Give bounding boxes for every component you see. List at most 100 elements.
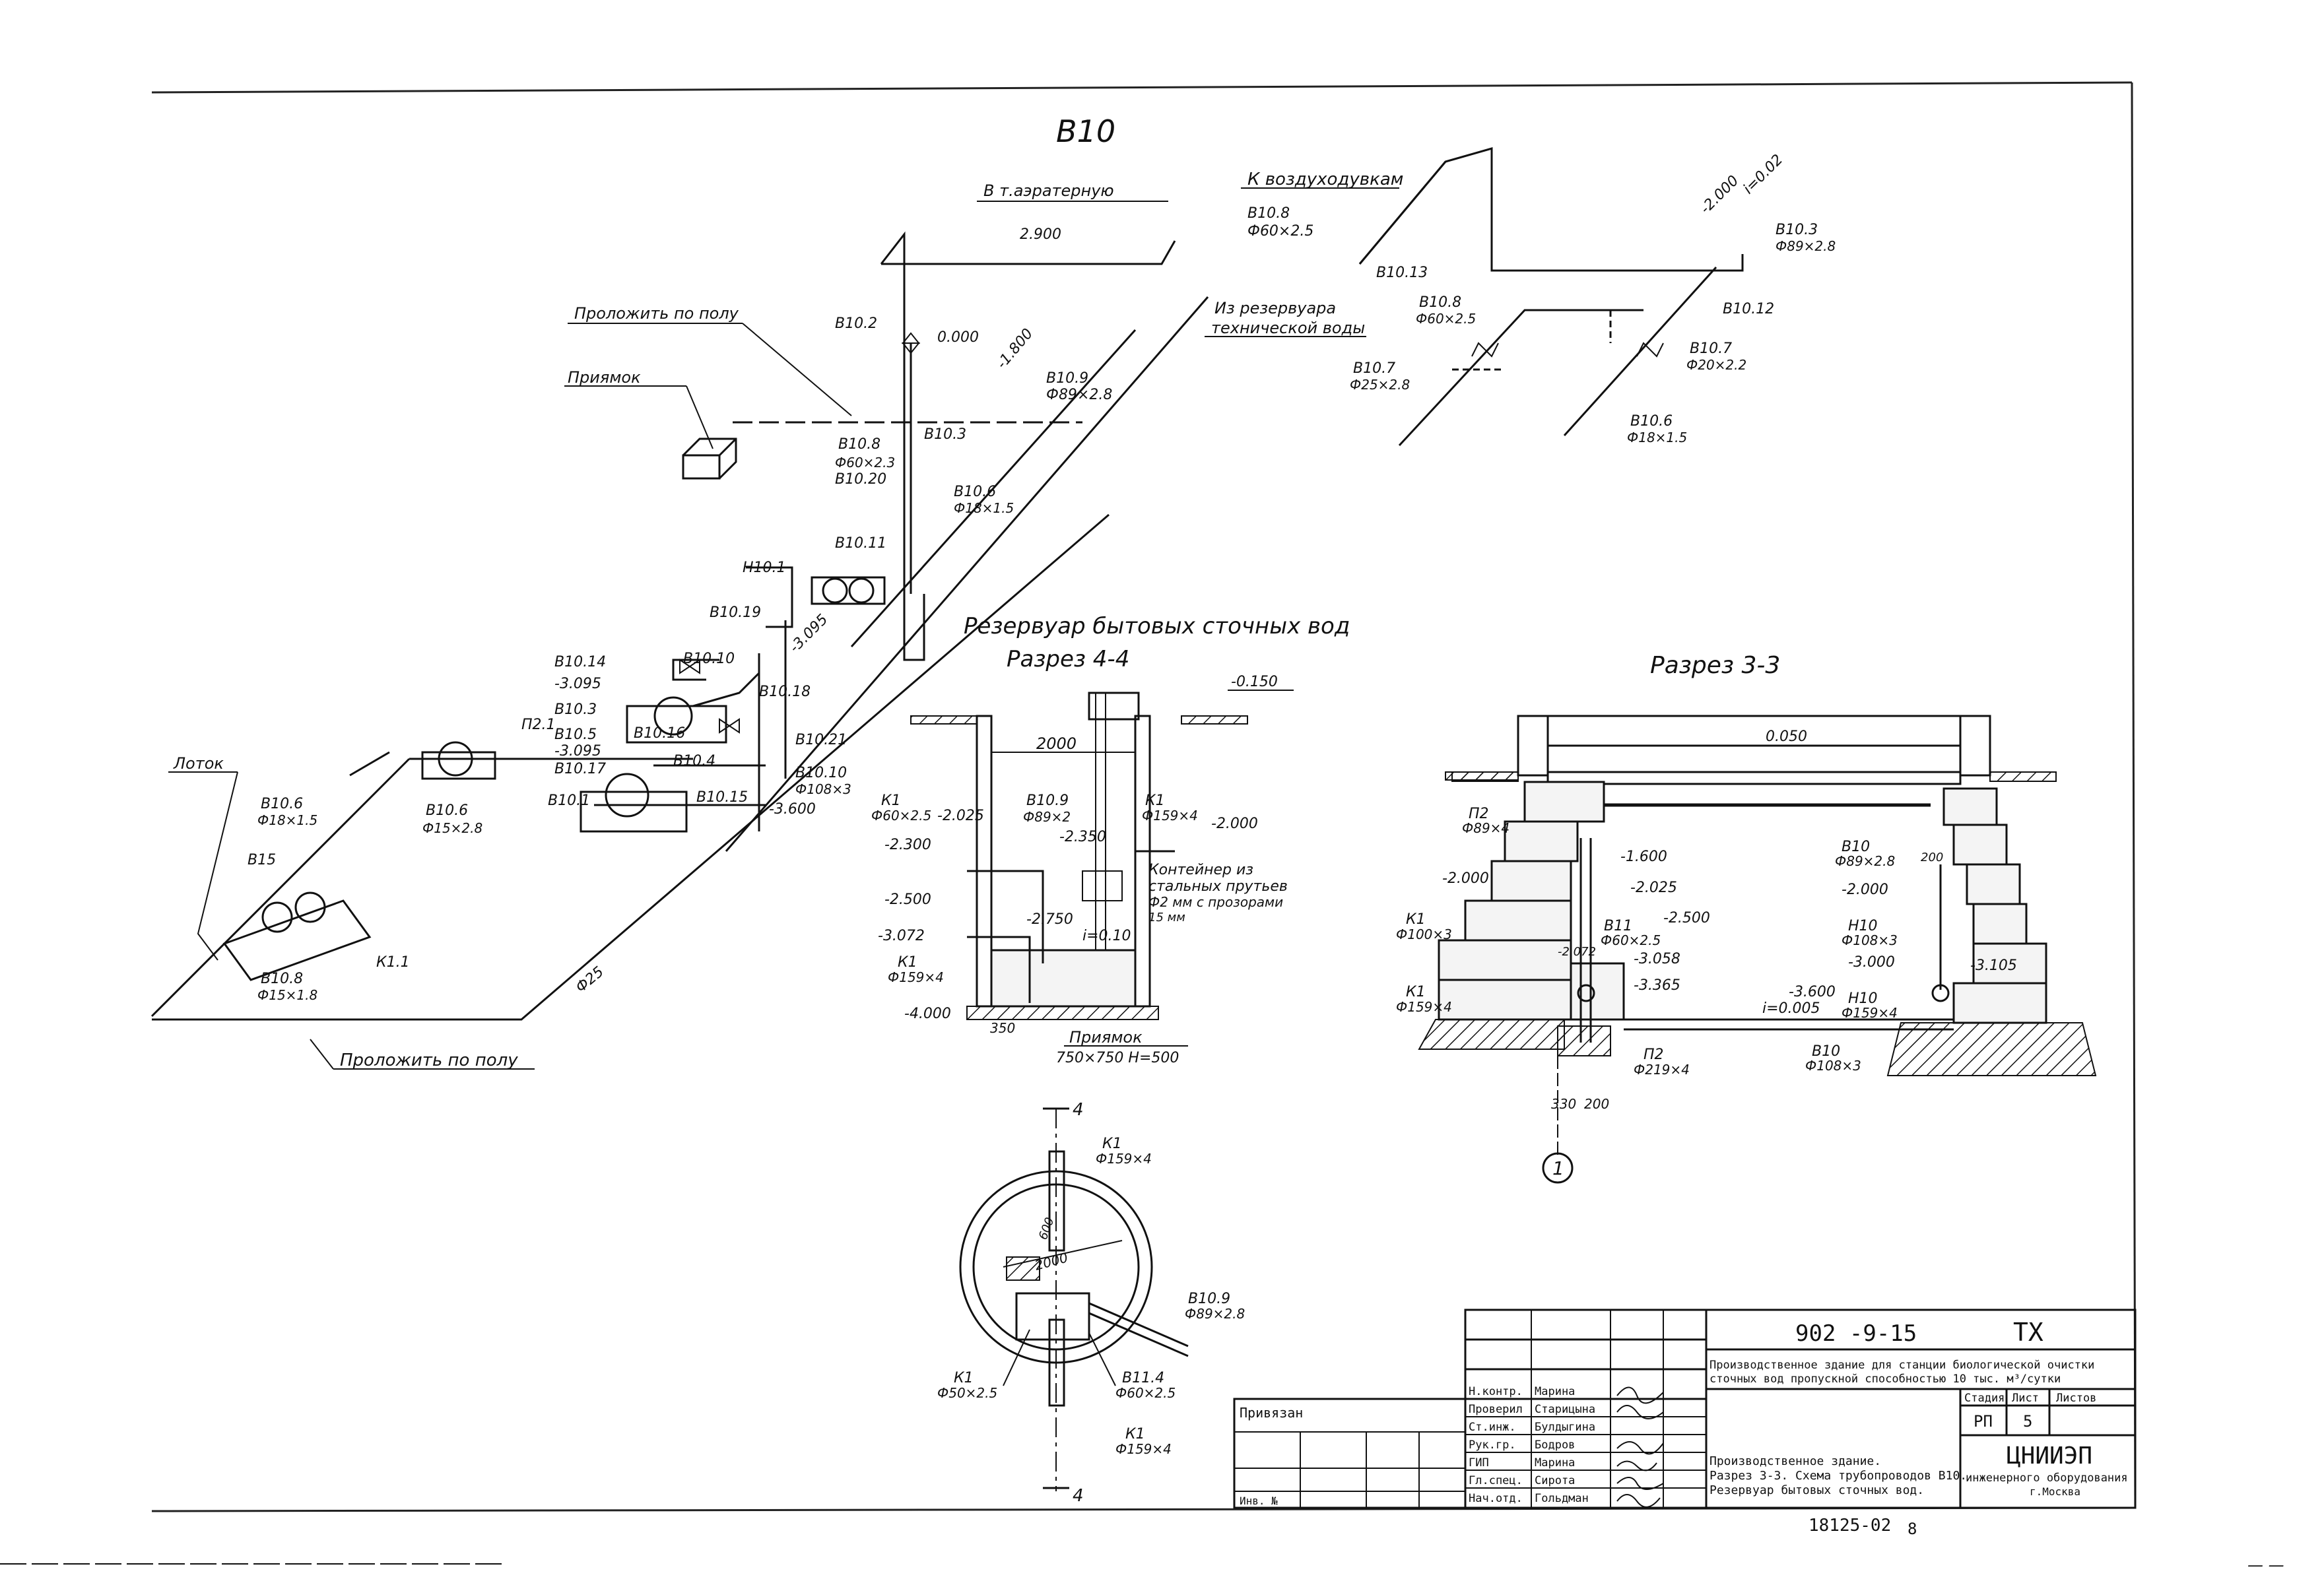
mark: Ф60×2.5	[1247, 223, 1313, 240]
mark: В10.3	[1776, 222, 1818, 238]
s33-k1-left-d: Ф100×3	[1396, 926, 1452, 942]
role: Ст.инж.	[1469, 1421, 1516, 1434]
plan-k1-top-d: Ф159×4	[1096, 1151, 1152, 1167]
mark: Ф25	[573, 963, 607, 996]
right-branch-group	[1398, 266, 1717, 447]
mark: В10.8	[838, 436, 880, 453]
role: Проверил	[1469, 1403, 1523, 1416]
lvl-3072: -3.072	[878, 928, 925, 944]
k1-left: К1	[881, 792, 901, 809]
lvl-4000: -4.000	[904, 1006, 951, 1022]
plan-k1-left-d: Ф50×2.5	[937, 1385, 997, 1401]
lvl-2500: -2.500	[884, 891, 931, 908]
cut-4-bottom: 4	[1073, 1486, 1084, 1506]
pipeline-marks: В10.2 В10.8 Ф60×2.5 В10.13 В10.9 Ф89×2.8…	[248, 205, 1428, 1003]
mark: Ф89×2.8	[1046, 387, 1112, 403]
doc-line-3: Резервуар бытовых сточных вод.	[1710, 1483, 1924, 1497]
title-block: Привязан Инв. № Н.контр. Проверил Ст.инж…	[1233, 1309, 2137, 1538]
mark: Ф18×1.5	[954, 500, 1014, 516]
mark: В10.17	[554, 761, 606, 777]
slope: i=0.10	[1082, 928, 1131, 944]
k1-right-d: Ф159×4	[1142, 808, 1198, 824]
s33-lvl-3600: -3.600	[1789, 984, 1836, 1000]
org-name: ЦНИИЭП	[2007, 1442, 2092, 1470]
container-1: Контейнер из	[1148, 862, 1253, 878]
role: Нач.отд.	[1469, 1492, 1523, 1505]
section-3-3: Разрез 3-3 0.050	[1396, 652, 2097, 1184]
mark: В10.6	[954, 484, 996, 500]
name: Старицына	[1535, 1403, 1595, 1416]
s33-h10-upper: Н10	[1848, 918, 1878, 934]
section-4-4-title: Резервуар бытовых сточных вод	[964, 613, 1350, 639]
label-pit: Приямок	[568, 368, 641, 387]
plan-k1-bottom-d: Ф159×4	[1115, 1441, 1172, 1457]
s33-b10-right-d: Ф89×2.8	[1835, 853, 1895, 869]
sheet-number: 902 -9-15	[1795, 1320, 1917, 1347]
s33-h10-upper-d: Ф108×3	[1842, 932, 1898, 948]
project-line-2: сточных вод пропускной способностью 10 т…	[1710, 1373, 2061, 1386]
project-line-1: Производственное здание для станции биол…	[1710, 1359, 2094, 1372]
pump-p2-1	[421, 741, 496, 780]
mark: П2.1	[521, 717, 556, 733]
section-4-4-subtitle: Разрез 4-4	[1007, 646, 1129, 672]
scan-mark-suffix: 8	[1908, 1520, 1917, 1538]
attached-label: Привязан	[1240, 1405, 1303, 1421]
s33-b10-right: В10	[1842, 839, 1870, 855]
mark: В10.5	[554, 727, 597, 743]
mark: Ф60×2.3	[835, 455, 895, 470]
org-line-3: г.Москва	[2030, 1485, 2080, 1498]
pit-box	[682, 437, 737, 480]
pit-1: Приямок	[1069, 1028, 1143, 1047]
s33-p2-top-d: Ф89×4	[1462, 820, 1510, 836]
mark: В10.16	[634, 725, 685, 742]
level-top: -0.150	[1231, 674, 1278, 690]
mark: Ф25×2.8	[1350, 377, 1410, 393]
reservoir-plan: 4 4 К1 Ф159×4 600 2000 В10.9 Ф89×2.8 К1 …	[937, 1100, 1245, 1506]
sheets-header: Листов	[2056, 1392, 2096, 1405]
sheet-value: 5	[2023, 1412, 2032, 1431]
isometric-scheme: В10	[150, 113, 1836, 1070]
valve-group	[679, 332, 921, 734]
cut-4-top: 4	[1073, 1100, 1084, 1120]
s33-b10-bottom-d: Ф108×3	[1805, 1058, 1861, 1074]
plan-dim-600: 600	[1036, 1215, 1057, 1241]
label-from-reservoir-2: технической воды	[1211, 319, 1365, 337]
s33-b11: В11	[1604, 918, 1632, 934]
level: -3.095	[554, 676, 601, 692]
k1-left-d: Ф60×2.5	[871, 808, 931, 824]
k1-bottom-d: Ф159×4	[888, 969, 944, 985]
plan-b109-d: Ф89×2.8	[1185, 1306, 1245, 1322]
container-3: Ф2 мм с прозорами	[1148, 894, 1283, 910]
pump-main-2	[580, 773, 688, 833]
mark: Ф89×2.8	[1776, 238, 1836, 254]
s33-lvl-3058: -3.058	[1634, 951, 1680, 967]
plan-b114: В11.4	[1122, 1370, 1164, 1386]
s33-k1-bottom: К1	[1406, 984, 1426, 1000]
s33-lvl-3000: -3.000	[1848, 954, 1895, 971]
role: Рук.гр.	[1469, 1439, 1516, 1452]
dim-350: 350	[990, 1020, 1015, 1036]
mark: В15	[248, 852, 276, 868]
s33-k1-left: К1	[1406, 911, 1426, 928]
lvl-2350: -2.350	[1059, 829, 1106, 845]
level: -1.800	[993, 325, 1036, 372]
mark: В10.18	[759, 684, 811, 700]
name: Бодров	[1535, 1439, 1575, 1452]
s33-lvl-3105: -3.105	[1970, 957, 2017, 974]
s33-k1-bottom-d: Ф159×4	[1396, 999, 1452, 1015]
mark: Ф18×1.5	[257, 812, 317, 828]
k1-right: К1	[1145, 792, 1165, 809]
name: Сирота	[1535, 1474, 1575, 1487]
org-line-2: инженерного оборудования	[1966, 1472, 2128, 1485]
section-3-3-title: Разрез 3-3	[1650, 652, 1780, 679]
mark: В10.14	[554, 654, 606, 670]
mark: В10.3	[554, 701, 597, 718]
s33-slope: i=0.005	[1762, 1000, 1820, 1017]
axis-1: 1	[1552, 1157, 1564, 1179]
mark: В10.7	[1690, 340, 1732, 357]
b109-d: Ф89×2	[1023, 809, 1071, 825]
name: Марина	[1535, 1456, 1575, 1470]
s33-lvl-2000: -2.000	[1442, 870, 1489, 887]
mark: Ф20×2.2	[1686, 357, 1746, 373]
label-to-aerators: В т.аэратерную	[983, 181, 1114, 200]
